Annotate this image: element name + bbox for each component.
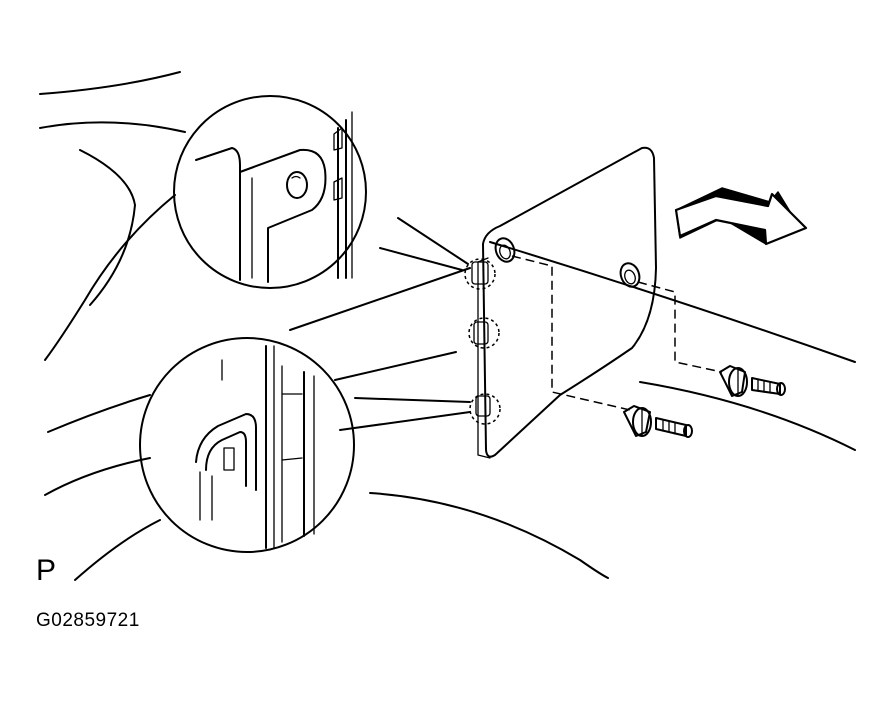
figure-id: G02859721 bbox=[36, 610, 140, 631]
body-contour-lines bbox=[39, 71, 856, 581]
clip-fastener-upper bbox=[719, 365, 748, 397]
fastener-guide-lines bbox=[511, 255, 723, 411]
screw-upper bbox=[751, 377, 786, 396]
clip-fastener-lower bbox=[623, 405, 652, 437]
clip-location-markers bbox=[464, 258, 501, 425]
detail-callout-upper bbox=[173, 95, 469, 289]
detail-callout-lower bbox=[139, 337, 471, 553]
removal-direction-arrow bbox=[674, 187, 808, 246]
screw-lower bbox=[655, 417, 693, 438]
view-label: P bbox=[36, 554, 57, 587]
